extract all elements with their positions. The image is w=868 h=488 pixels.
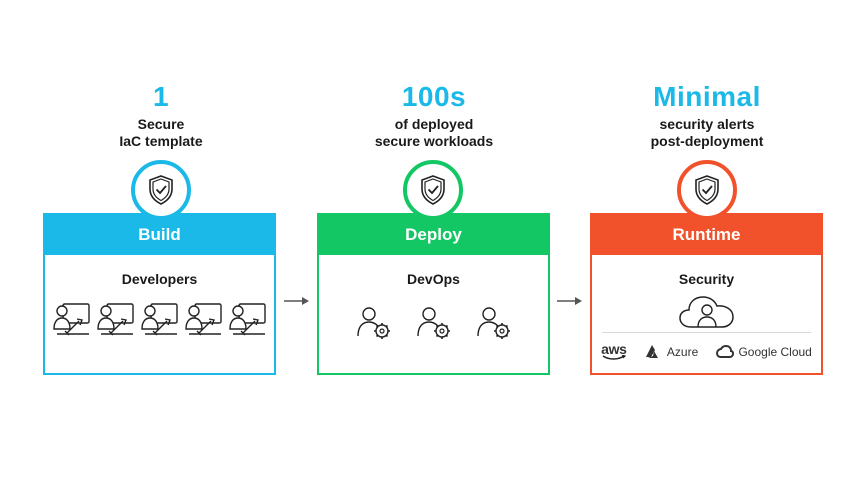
- developer-laptop-icon: [228, 303, 266, 336]
- build-card: Build Developers: [43, 213, 276, 375]
- deploy-shield-badge: [403, 160, 463, 220]
- devops-gear-icon: [356, 307, 390, 339]
- aws-label: aws: [601, 341, 627, 357]
- azure-logo: Azure: [645, 345, 698, 359]
- build-metric: 1 Secure IaC template: [41, 82, 281, 150]
- shield-check-icon: [695, 175, 719, 205]
- runtime-metric: Minimal security alerts post-deployment: [587, 82, 827, 150]
- deploy-metric: 100s of deployed secure workloads: [314, 82, 554, 150]
- google-cloud-logo: Google Cloud: [716, 345, 812, 359]
- shield-check-icon: [421, 175, 445, 205]
- azure-icon: [645, 345, 658, 358]
- runtime-card: Runtime Security aws: [590, 213, 823, 375]
- google-cloud-label: Google Cloud: [738, 345, 812, 359]
- devops-gear-icon: [476, 307, 510, 339]
- shield-check-icon: [149, 175, 173, 205]
- cloud-divider: [602, 332, 811, 333]
- arrow-right-icon: [284, 297, 309, 305]
- deploy-card-title: Deploy: [405, 225, 462, 244]
- developer-laptop-icon: [184, 303, 222, 336]
- developers-icon-row: [45, 301, 274, 337]
- devops-gear-icon: [416, 307, 450, 339]
- google-cloud-icon: [716, 345, 735, 358]
- deploy-metric-label: of deployed secure workloads: [314, 116, 554, 150]
- runtime-metric-line1: security alerts: [659, 116, 755, 132]
- cloud-user-icon: [678, 296, 734, 328]
- developer-laptop-icon: [96, 303, 134, 336]
- developer-laptop-icon: [140, 303, 178, 336]
- deploy-metric-line2: secure workloads: [374, 133, 494, 149]
- build-card-title: Build: [138, 225, 181, 244]
- build-metric-line2: IaC template: [119, 133, 203, 149]
- deploy-card-header: Deploy: [319, 215, 548, 255]
- deploy-metric-line1: of deployed: [394, 116, 474, 132]
- arrow-right-icon: [557, 297, 582, 305]
- build-metric-label: Secure IaC template: [41, 116, 281, 150]
- build-metric-line1: Secure: [137, 116, 185, 132]
- aws-logo: aws: [601, 341, 627, 361]
- build-shield-badge: [131, 160, 191, 220]
- aws-smile-icon: [602, 355, 626, 360]
- runtime-shield-badge: [677, 160, 737, 220]
- runtime-metric-label: security alerts post-deployment: [587, 116, 827, 150]
- build-role-label: Developers: [121, 271, 198, 287]
- developer-laptop-icon: [52, 303, 90, 336]
- deploy-metric-value: 100s: [401, 81, 467, 112]
- cloud-providers: aws Azure Google Cloud: [592, 341, 821, 361]
- runtime-role-label: Security: [678, 271, 735, 287]
- devops-icon-row: [319, 305, 548, 341]
- runtime-card-title: Runtime: [672, 225, 741, 244]
- runtime-card-header: Runtime: [592, 215, 821, 255]
- runtime-metric-value: Minimal: [653, 81, 761, 112]
- azure-label: Azure: [666, 345, 699, 359]
- build-metric-value: 1: [152, 81, 170, 112]
- runtime-metric-line2: post-deployment: [650, 133, 764, 149]
- deploy-role-label: DevOps: [407, 271, 460, 287]
- deploy-card: Deploy DevOps: [317, 213, 550, 375]
- security-icon-row: [592, 293, 821, 331]
- build-card-header: Build: [45, 215, 274, 255]
